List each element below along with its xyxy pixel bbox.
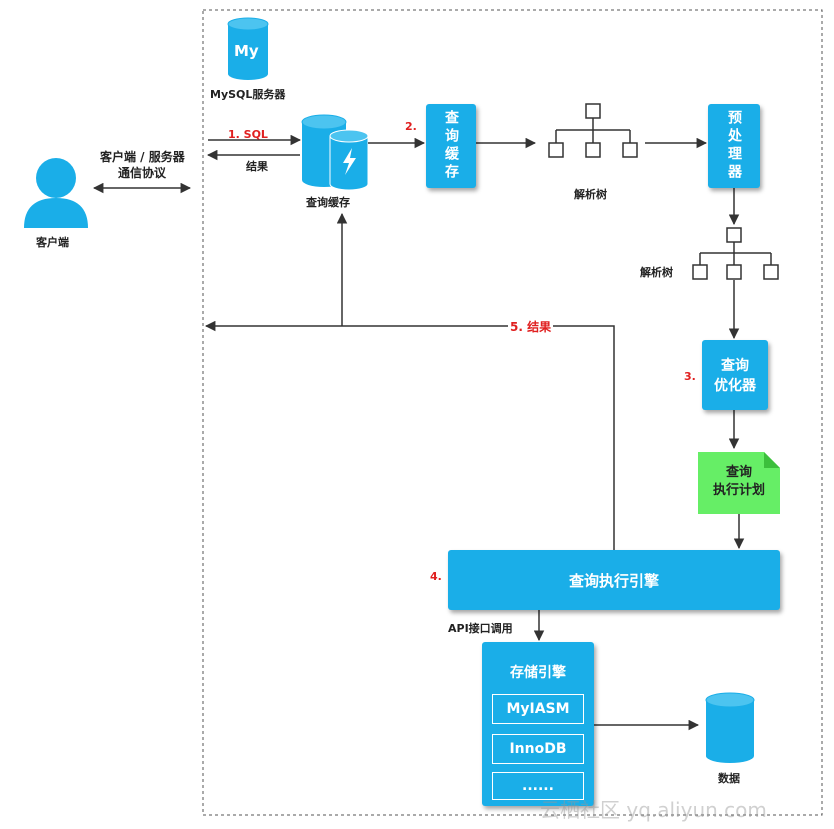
protocol-label-line2: 通信协议 xyxy=(118,166,167,180)
plan-line2: 执行计划 xyxy=(712,483,765,498)
parse-tree-side-label: 解析树 xyxy=(640,266,673,279)
mysql-logo-text: My xyxy=(234,42,259,60)
storage-engine-title: 存储引擎 xyxy=(510,665,566,681)
engine-innodb: InnoDB xyxy=(492,734,584,764)
optimizer-line2: 优化器 xyxy=(714,378,756,394)
execution-engine-box: 查询执行引擎 xyxy=(448,550,780,610)
step1-sql-label: 1. SQL xyxy=(228,128,268,141)
optimizer-box: 查询 优化器 xyxy=(702,340,768,410)
parse-tree-top-label: 解析树 xyxy=(574,188,607,201)
step3-label: 3. xyxy=(684,370,696,383)
data-db-icon xyxy=(705,692,755,763)
mysql-server-boundary xyxy=(202,9,823,816)
client-label: 客户端 xyxy=(36,236,69,249)
preprocessor-box: 预处理器 xyxy=(708,104,760,188)
watermark: 云栖社区 yq.aliyun.com xyxy=(540,798,767,822)
engine-myiasm: MyIASM xyxy=(492,694,584,724)
result-small-label: 结果 xyxy=(246,160,268,173)
step2-label: 2. xyxy=(405,120,417,133)
parse-tree-top-icon xyxy=(548,103,638,158)
query-cache-label: 查询缓存 xyxy=(306,196,350,209)
optimizer-line1: 查询 xyxy=(721,358,749,374)
engine-more: ...... xyxy=(492,772,584,800)
data-label: 数据 xyxy=(718,772,740,785)
api-call-label: API接口调用 xyxy=(448,622,513,635)
execution-plan-doc xyxy=(698,452,780,514)
mysql-server-label: MySQL服务器 xyxy=(210,88,286,101)
protocol-label-line1: 客户端 / 服务器 xyxy=(100,150,185,164)
plan-text: 查询 执行计划 xyxy=(698,464,780,500)
mysql-logo-icon xyxy=(227,17,269,80)
plan-line1: 查询 xyxy=(725,465,752,480)
step4-label: 4. xyxy=(430,570,442,583)
query-cache-box: 查询缓存 xyxy=(426,104,476,188)
execution-plan-fold xyxy=(764,452,780,468)
step5-result-label: 5. 结果 xyxy=(508,318,554,335)
client-user-icon xyxy=(24,158,88,228)
parse-tree-side-icon xyxy=(692,227,779,280)
query-cache-icon xyxy=(301,114,369,191)
result-return-arrow xyxy=(204,320,615,550)
